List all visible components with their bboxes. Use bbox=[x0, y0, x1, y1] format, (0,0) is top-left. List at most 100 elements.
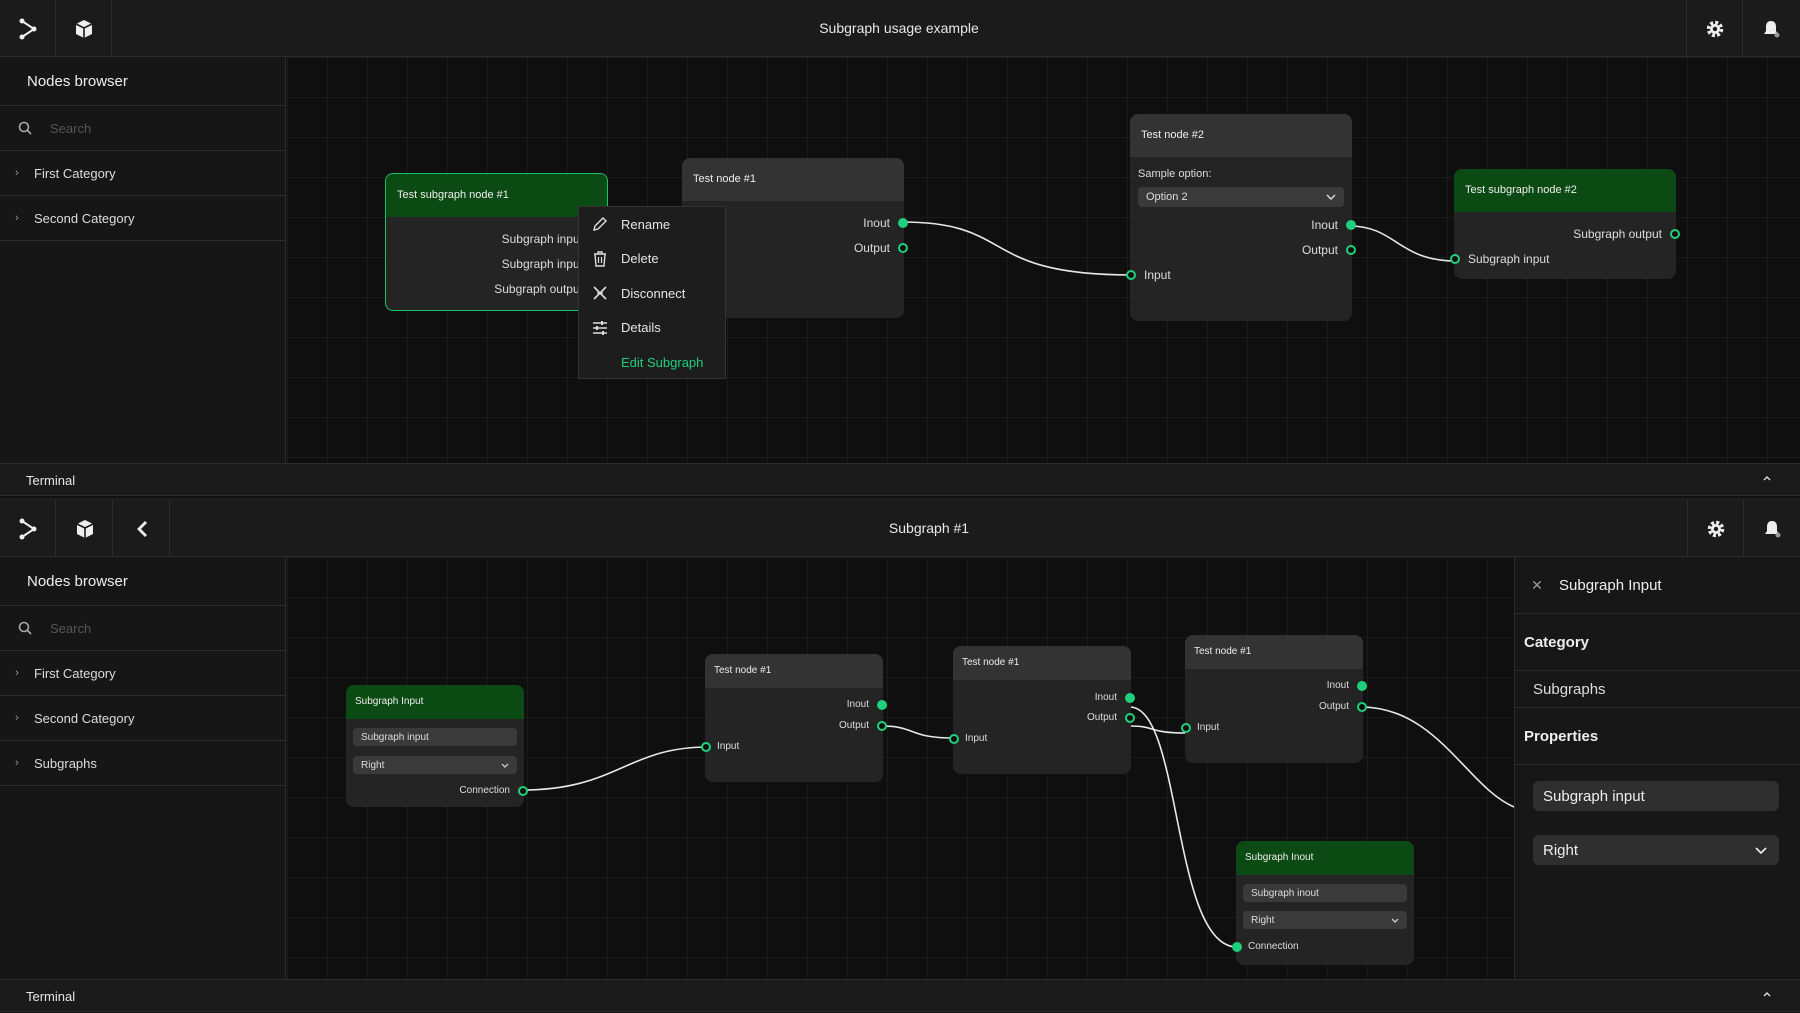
subgraph-toolbar: Subgraph #1 bbox=[0, 500, 1800, 557]
test-subgraph-node-1[interactable]: Test subgraph node #1 Subgraph input Sub… bbox=[385, 173, 608, 311]
menu-item-delete[interactable]: Delete bbox=[579, 242, 725, 277]
test-node-1c[interactable]: Test node #1 Inout Output Input bbox=[1181, 635, 1367, 763]
category-second[interactable]: ›Second Category bbox=[0, 696, 285, 741]
top-toolbar: Subgraph usage example bbox=[0, 0, 1800, 57]
input-port[interactable] bbox=[1126, 270, 1136, 280]
nodes-browser-heading: Nodes browser bbox=[0, 557, 285, 606]
output-port[interactable] bbox=[518, 786, 528, 796]
graph-canvas[interactable]: Test subgraph node #1 Subgraph input Sub… bbox=[287, 57, 1800, 463]
output-port[interactable] bbox=[877, 721, 887, 731]
output-port[interactable] bbox=[1125, 693, 1135, 703]
menu-label: Delete bbox=[621, 251, 659, 267]
input-port[interactable] bbox=[949, 734, 959, 744]
menu-item-rename[interactable]: Rename bbox=[579, 207, 725, 242]
port-label: Input bbox=[717, 741, 740, 752]
port-label: Input bbox=[1144, 268, 1171, 282]
chevron-up-icon[interactable] bbox=[1762, 473, 1772, 483]
port-label: Output bbox=[1086, 712, 1117, 723]
subgraph-name-input[interactable]: Subgraph input bbox=[1533, 781, 1779, 811]
side-dropdown[interactable]: Right bbox=[1533, 835, 1779, 865]
output-port[interactable] bbox=[1670, 229, 1680, 239]
settings-button[interactable] bbox=[1687, 500, 1743, 557]
search-input[interactable] bbox=[50, 620, 250, 636]
graph-icon bbox=[19, 18, 36, 39]
terminal-label: Terminal bbox=[26, 473, 76, 488]
category-first[interactable]: ›First Category bbox=[0, 651, 285, 696]
output-port[interactable] bbox=[877, 700, 887, 710]
back-button[interactable] bbox=[114, 500, 170, 557]
output-port[interactable] bbox=[1357, 702, 1367, 712]
category-value: Subgraphs bbox=[1515, 671, 1800, 708]
menu-item-edit-subgraph[interactable]: Edit Subgraph bbox=[579, 345, 725, 380]
port-label: Inout bbox=[846, 699, 869, 710]
output-port[interactable] bbox=[1357, 681, 1367, 691]
port-label: Output bbox=[838, 720, 869, 731]
bell-icon bbox=[1764, 520, 1780, 537]
search-icon bbox=[0, 621, 50, 635]
notifications-button[interactable] bbox=[1743, 500, 1799, 557]
category-subgraphs[interactable]: ›Subgraphs bbox=[0, 741, 285, 786]
properties-panel: ✕ Subgraph Input Category Subgraphs Prop… bbox=[1514, 557, 1800, 978]
side-select[interactable]: Right bbox=[1243, 911, 1407, 929]
category-second[interactable]: ›Second Category bbox=[0, 196, 285, 241]
test-node-1b[interactable]: Test node #1 Inout Output Input bbox=[949, 646, 1135, 774]
test-node-1a[interactable]: Test node #1 Inout Output Input bbox=[701, 654, 887, 782]
input-port[interactable] bbox=[1181, 723, 1191, 733]
node-header: Test node #1 bbox=[705, 654, 883, 688]
bell-icon bbox=[1763, 20, 1779, 37]
subgraph-name-field[interactable]: Subgraph input bbox=[353, 728, 517, 746]
chevron-down-icon bbox=[1326, 194, 1336, 200]
port-label: Inout bbox=[1326, 680, 1349, 691]
cube-button[interactable] bbox=[56, 0, 112, 57]
option-select[interactable]: Option 2 bbox=[1138, 187, 1344, 207]
terminal-bar[interactable]: Terminal bbox=[0, 463, 1800, 496]
graph-button[interactable] bbox=[0, 500, 56, 557]
test-subgraph-node-2[interactable]: Test subgraph node #2 Subgraph output Su… bbox=[1450, 169, 1680, 279]
cube-icon bbox=[76, 519, 93, 538]
side-select[interactable]: Right bbox=[353, 756, 517, 774]
menu-item-details[interactable]: Details bbox=[579, 311, 725, 346]
chevron-down-icon bbox=[1391, 918, 1399, 923]
node-header: Subgraph Inout bbox=[1236, 841, 1414, 875]
chevron-right-icon: › bbox=[15, 212, 19, 224]
output-port[interactable] bbox=[898, 243, 908, 253]
node-header: Test subgraph node #1 bbox=[386, 174, 607, 217]
menu-item-disconnect[interactable]: Disconnect bbox=[579, 276, 725, 311]
input-port[interactable] bbox=[1232, 942, 1242, 952]
node-header: Test subgraph node #2 bbox=[1454, 169, 1676, 212]
cube-button[interactable] bbox=[57, 500, 113, 557]
wire bbox=[880, 725, 955, 739]
trash-icon bbox=[579, 251, 621, 267]
subgraph-inout-node[interactable]: Subgraph Inout Subgraph inout Right Conn… bbox=[1232, 841, 1414, 965]
chevron-up-icon[interactable] bbox=[1762, 989, 1772, 999]
node-header: Test node #2 bbox=[1130, 114, 1352, 157]
subgraph-name-field[interactable]: Subgraph inout bbox=[1243, 884, 1407, 902]
output-port[interactable] bbox=[1125, 713, 1135, 723]
node-header: Test node #1 bbox=[953, 646, 1131, 680]
settings-button[interactable] bbox=[1686, 0, 1742, 57]
wire bbox=[1129, 725, 1187, 734]
close-icon[interactable]: ✕ bbox=[1531, 576, 1543, 593]
search-bar bbox=[0, 606, 285, 651]
category-label: First Category bbox=[34, 665, 116, 681]
wire bbox=[901, 221, 1133, 276]
output-port[interactable] bbox=[1346, 245, 1356, 255]
search-icon bbox=[0, 121, 50, 135]
subgraph-input-node[interactable]: Subgraph Input Subgraph input Right Conn… bbox=[346, 685, 528, 807]
category-first[interactable]: ›First Category bbox=[0, 151, 285, 196]
terminal-bar[interactable]: Terminal bbox=[0, 979, 1800, 1012]
output-port[interactable] bbox=[1346, 220, 1356, 230]
graph-button[interactable] bbox=[0, 0, 56, 57]
output-port[interactable] bbox=[898, 218, 908, 228]
notifications-button[interactable] bbox=[1742, 0, 1798, 57]
nodes-browser: Nodes browser ›First Category ›Second Ca… bbox=[0, 557, 286, 979]
subgraph-canvas[interactable]: Subgraph Input Subgraph input Right Conn… bbox=[287, 557, 1514, 979]
input-port[interactable] bbox=[701, 742, 711, 752]
search-input[interactable] bbox=[50, 120, 250, 136]
side-select-value: Right bbox=[1251, 914, 1275, 926]
option-label: Sample option: bbox=[1138, 168, 1212, 180]
top-app: Subgraph usage example Nodes browser ›Fi… bbox=[0, 0, 1800, 498]
port-label: Output bbox=[853, 241, 890, 255]
input-port[interactable] bbox=[1450, 254, 1460, 264]
test-node-2[interactable]: Test node #2 Sample option: Option 2 Ino… bbox=[1126, 114, 1356, 321]
